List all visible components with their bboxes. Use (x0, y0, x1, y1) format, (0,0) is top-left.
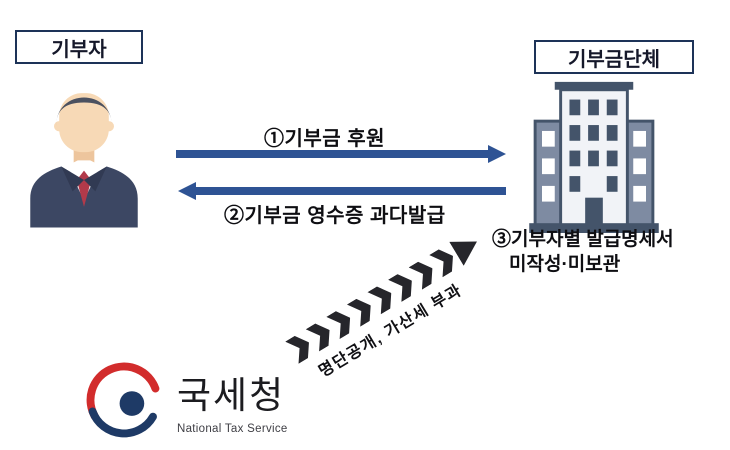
donation-flow-label: ①기부금 후원 (264, 128, 386, 150)
organization-label: 기부금단체 (568, 48, 660, 71)
statement-line2: 미작성·미보관 (509, 254, 621, 276)
nts-logo: 국세청 National Tax Service (80, 356, 288, 444)
nts-logo-text: 국세청 National Tax Service (177, 356, 288, 435)
donor-label: 기부자 (51, 38, 107, 61)
receipt-arrow-icon (178, 182, 506, 200)
organization-label-box: 기부금단체 (534, 40, 694, 74)
penalty-arrow: 명단공개, 가산세 부과 (285, 207, 537, 389)
statement-note: ③기부자별 발급명세서 미작성·미보관 (492, 227, 674, 277)
donation-arrow-shaft (176, 150, 491, 158)
nts-subtitle: National Tax Service (177, 423, 288, 435)
receipt-flow-label: ②기부금 영수증 과다발급 (224, 205, 446, 227)
receipt-arrow-head (178, 182, 196, 200)
donation-arrow-head (488, 145, 506, 163)
receipt-arrow-shaft (193, 187, 506, 195)
donor-label-box: 기부자 (15, 30, 143, 64)
donor-avatar-icon (22, 72, 146, 228)
nts-name: 국세청 (177, 375, 286, 416)
nts-logo-icon (80, 356, 168, 444)
donation-arrow-icon (176, 145, 506, 163)
statement-line1: ③기부자별 발급명세서 (492, 229, 674, 250)
chevron-arrow-icon (285, 207, 522, 365)
organization-building-icon (522, 76, 666, 233)
